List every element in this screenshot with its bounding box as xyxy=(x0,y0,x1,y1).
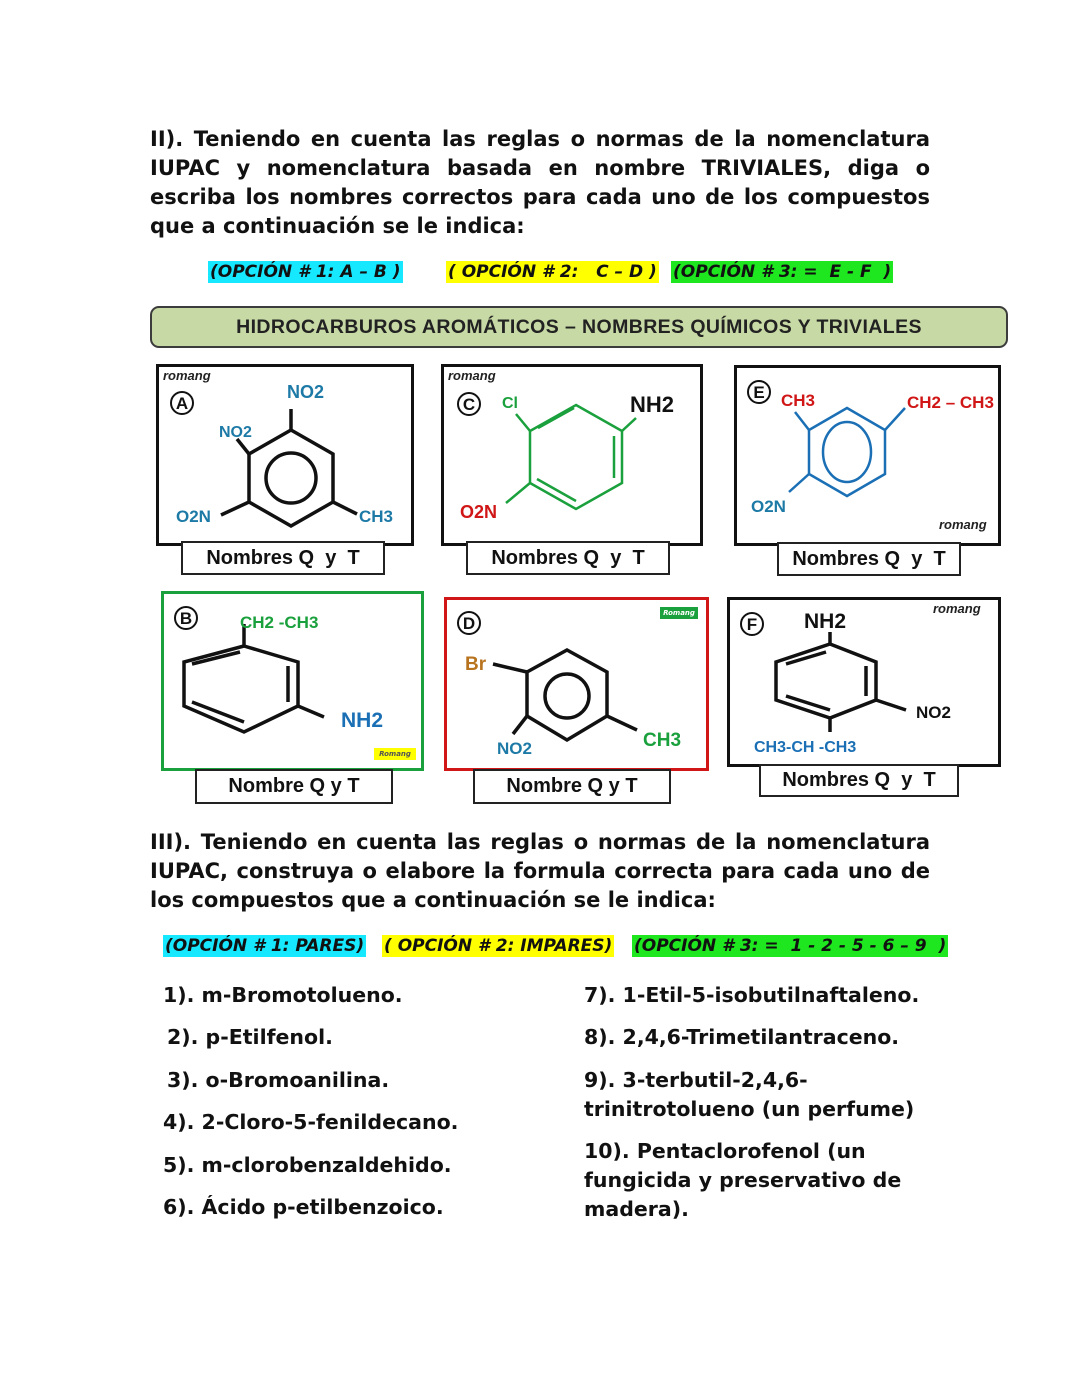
watermark: romang xyxy=(448,368,496,383)
molecule-c-card: romang C Cl NH2 O2N xyxy=(441,364,703,546)
molecule-e-card: romang E CH3 CH2 – CH3 O2N xyxy=(734,365,1001,546)
molecule-letter: E xyxy=(753,383,764,402)
letter-circle-icon xyxy=(174,606,198,630)
list-item: 10). Pentaclorofenol (un fungicida y pre… xyxy=(584,1139,902,1221)
isopropyl-group: CH3-CH -CH3 xyxy=(754,739,856,756)
letter-circle-icon xyxy=(457,611,481,635)
list-item: 6). Ácido p-etilbenzoico. xyxy=(163,1195,444,1219)
molecule-a-structure: A NO2 NO2 O2N CH3 xyxy=(170,382,393,529)
list-item: 1). m-Bromotolueno. xyxy=(163,983,403,1007)
benzene-ring xyxy=(492,648,638,743)
molecule-letter: B xyxy=(180,609,192,628)
molecule-a-card: romang A NO2 NO2 O2N CH3 xyxy=(156,364,414,546)
molecule-b-card: B CH2 -CH3 NH2 Romang xyxy=(161,591,424,771)
molecule-letter: C xyxy=(463,395,475,414)
amino-group: NH2 xyxy=(341,709,383,732)
list-item: 4). 2-Cloro-5-fenildecano. xyxy=(163,1110,459,1134)
nitro-group: NO2 xyxy=(916,703,951,722)
name-box-b: Nombre Q y T xyxy=(195,769,393,804)
nitro-group-top: NO2 xyxy=(287,382,324,402)
molecule-letter: D xyxy=(463,614,475,633)
bromo-group: Br xyxy=(465,654,487,675)
benzene-ring xyxy=(505,403,637,511)
list-item: 9). 3-terbutil-2,4,6- trinitrotolueno (u… xyxy=(584,1068,915,1121)
list-item: 2). p-Etilfenol. xyxy=(167,1025,333,1049)
option-3-badge: (OPCIÓN # 3: = 1 - 2 - 5 - 6 – 9 ) xyxy=(632,935,949,957)
option-1-badge: (OPCIÓN # 1: A – B ) xyxy=(208,261,403,283)
name-box-a: Nombres Q y T xyxy=(181,541,385,575)
nitro-group: O2N xyxy=(460,502,497,522)
letter-circle-icon xyxy=(747,380,771,404)
letter-circle-icon xyxy=(457,392,481,416)
ethyl-group: CH2 – CH3 xyxy=(907,393,994,412)
option-3-badge: (OPCIÓN # 3: = E - F ) xyxy=(671,261,894,283)
watermark-tag: Romang xyxy=(374,748,416,760)
aromatic-hydrocarbons-header: HIDROCARBUROS AROMÁTICOS – NOMBRES QUÍMI… xyxy=(150,306,1008,348)
watermark-tag: Romang xyxy=(660,607,698,619)
molecule-b-structure: B CH2 -CH3 NH2 xyxy=(174,606,383,734)
chloro-group: Cl xyxy=(502,395,518,412)
section-3-instructions: III). Teniendo en cuenta las reglas o no… xyxy=(150,830,930,912)
molecule-f-card: romang F NH2 NO2 CH3-CH -CH3 xyxy=(727,597,1001,767)
benzene-ring xyxy=(182,624,325,734)
benzene-ring xyxy=(788,406,906,498)
nitro-group: NO2 xyxy=(497,739,532,758)
option-2-badge: ( OPCIÓN # 2: IMPARES) xyxy=(382,935,615,957)
watermark: romang xyxy=(939,517,987,532)
molecule-f-structure: F NH2 NO2 CH3-CH -CH3 xyxy=(740,610,951,756)
molecule-letter: F xyxy=(747,615,757,634)
benzene-ring xyxy=(220,409,358,529)
list-item: 8). 2,4,6-Trimetilantraceno. xyxy=(584,1025,900,1049)
molecule-d-structure: D Br NO2 CH3 xyxy=(457,611,681,758)
methyl-group: CH3 xyxy=(781,391,815,410)
nitro-group-bottom-left: O2N xyxy=(176,507,211,526)
molecule-e-structure: E CH3 CH2 – CH3 O2N xyxy=(747,380,994,516)
methyl-group: CH3 xyxy=(359,507,393,526)
amino-group: NH2 xyxy=(630,392,674,417)
watermark: romang xyxy=(933,601,981,616)
option-1-badge: (OPCIÓN # 1: PARES) xyxy=(163,935,367,957)
list-item: 7). 1-Etil-5-isobutilnaftaleno. xyxy=(584,983,920,1007)
name-box-e: Nombres Q y T xyxy=(777,542,961,576)
nitro-group: O2N xyxy=(751,497,786,516)
option-2-badge: ( OPCIÓN # 2: C – D ) xyxy=(446,261,659,283)
ethyl-group: CH2 -CH3 xyxy=(240,613,318,632)
list-item: 3). o-Bromoanilina. xyxy=(167,1068,390,1092)
molecule-letter: A xyxy=(176,394,188,413)
molecule-c-structure: C Cl NH2 O2N xyxy=(457,392,674,522)
benzene-ring xyxy=(774,632,907,732)
nitro-group-left: NO2 xyxy=(219,424,252,441)
molecule-d-card: D Br NO2 CH3 Romang xyxy=(444,597,709,771)
letter-circle-icon xyxy=(740,612,764,636)
methyl-group: CH3 xyxy=(643,730,681,751)
name-box-d: Nombre Q y T xyxy=(473,769,671,804)
list-item: 5). m-clorobenzaldehido. xyxy=(163,1153,452,1177)
name-box-c: Nombres Q y T xyxy=(466,541,670,575)
letter-circle-icon xyxy=(170,391,194,415)
name-box-f: Nombres Q y T xyxy=(759,764,959,797)
watermark: romang xyxy=(163,368,211,383)
amino-group: NH2 xyxy=(804,610,846,633)
section-2-instructions: II). Teniendo en cuenta las reglas o nor… xyxy=(150,127,930,238)
